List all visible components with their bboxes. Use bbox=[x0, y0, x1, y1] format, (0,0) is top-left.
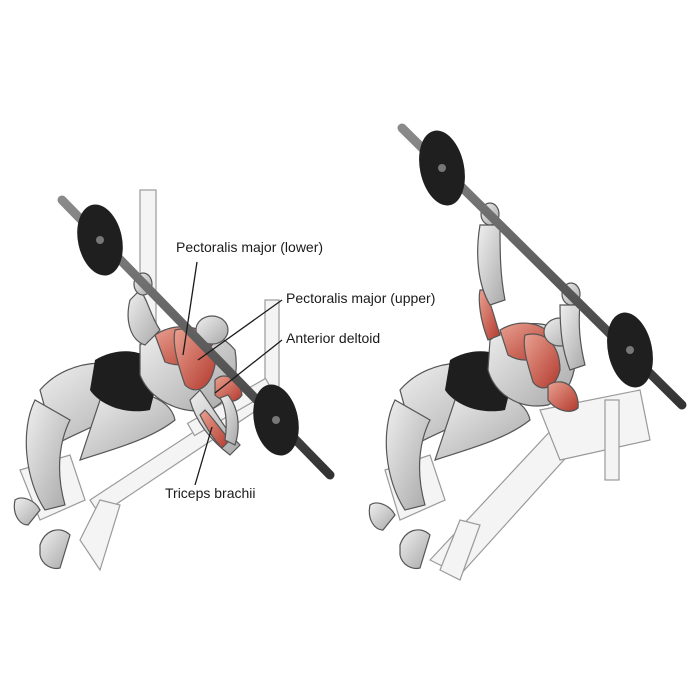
bench-front-leg bbox=[439, 519, 481, 581]
leader-lines bbox=[182, 261, 283, 486]
head-left bbox=[195, 315, 229, 345]
plate-hub-top bbox=[438, 164, 446, 172]
arms-left bbox=[127, 272, 243, 456]
foot-left bbox=[39, 529, 71, 570]
label-pectoralis-upper: Pectoralis major (upper) bbox=[286, 290, 435, 306]
forearm-left bbox=[127, 289, 161, 346]
leader-ant-delt bbox=[214, 339, 283, 394]
label-triceps-brachii: Triceps brachii bbox=[165, 485, 256, 501]
plate-hub-top bbox=[96, 236, 104, 244]
bench-upright bbox=[604, 399, 620, 481]
arm-left-extended bbox=[477, 224, 506, 306]
foot-right bbox=[368, 502, 396, 531]
legs-left bbox=[13, 362, 176, 570]
plate-hub-bottom bbox=[272, 416, 280, 424]
shin-left bbox=[25, 399, 71, 511]
label-anterior-deltoid: Anterior deltoid bbox=[286, 330, 380, 346]
barbell-right bbox=[397, 123, 687, 410]
foot-left bbox=[399, 529, 431, 570]
triceps-left bbox=[199, 409, 231, 449]
arm-right-extended bbox=[559, 304, 586, 371]
plate-hub-bottom bbox=[626, 346, 634, 354]
foot-right bbox=[13, 497, 41, 526]
leader-pec-lower bbox=[182, 261, 198, 356]
figure-bar-raised bbox=[368, 123, 687, 581]
leader-pec-upper bbox=[197, 299, 283, 361]
shin-left bbox=[385, 399, 431, 511]
figure-bar-lowered: Pectoralis major (lower) Pectoralis majo… bbox=[13, 189, 435, 572]
forearm-right bbox=[219, 394, 239, 446]
label-pectoralis-lower: Pectoralis major (lower) bbox=[176, 239, 323, 255]
leader-triceps bbox=[194, 426, 213, 486]
bench-front-leg bbox=[79, 499, 121, 572]
anterior-deltoid-right bbox=[547, 381, 579, 412]
barbell-left bbox=[57, 195, 335, 480]
